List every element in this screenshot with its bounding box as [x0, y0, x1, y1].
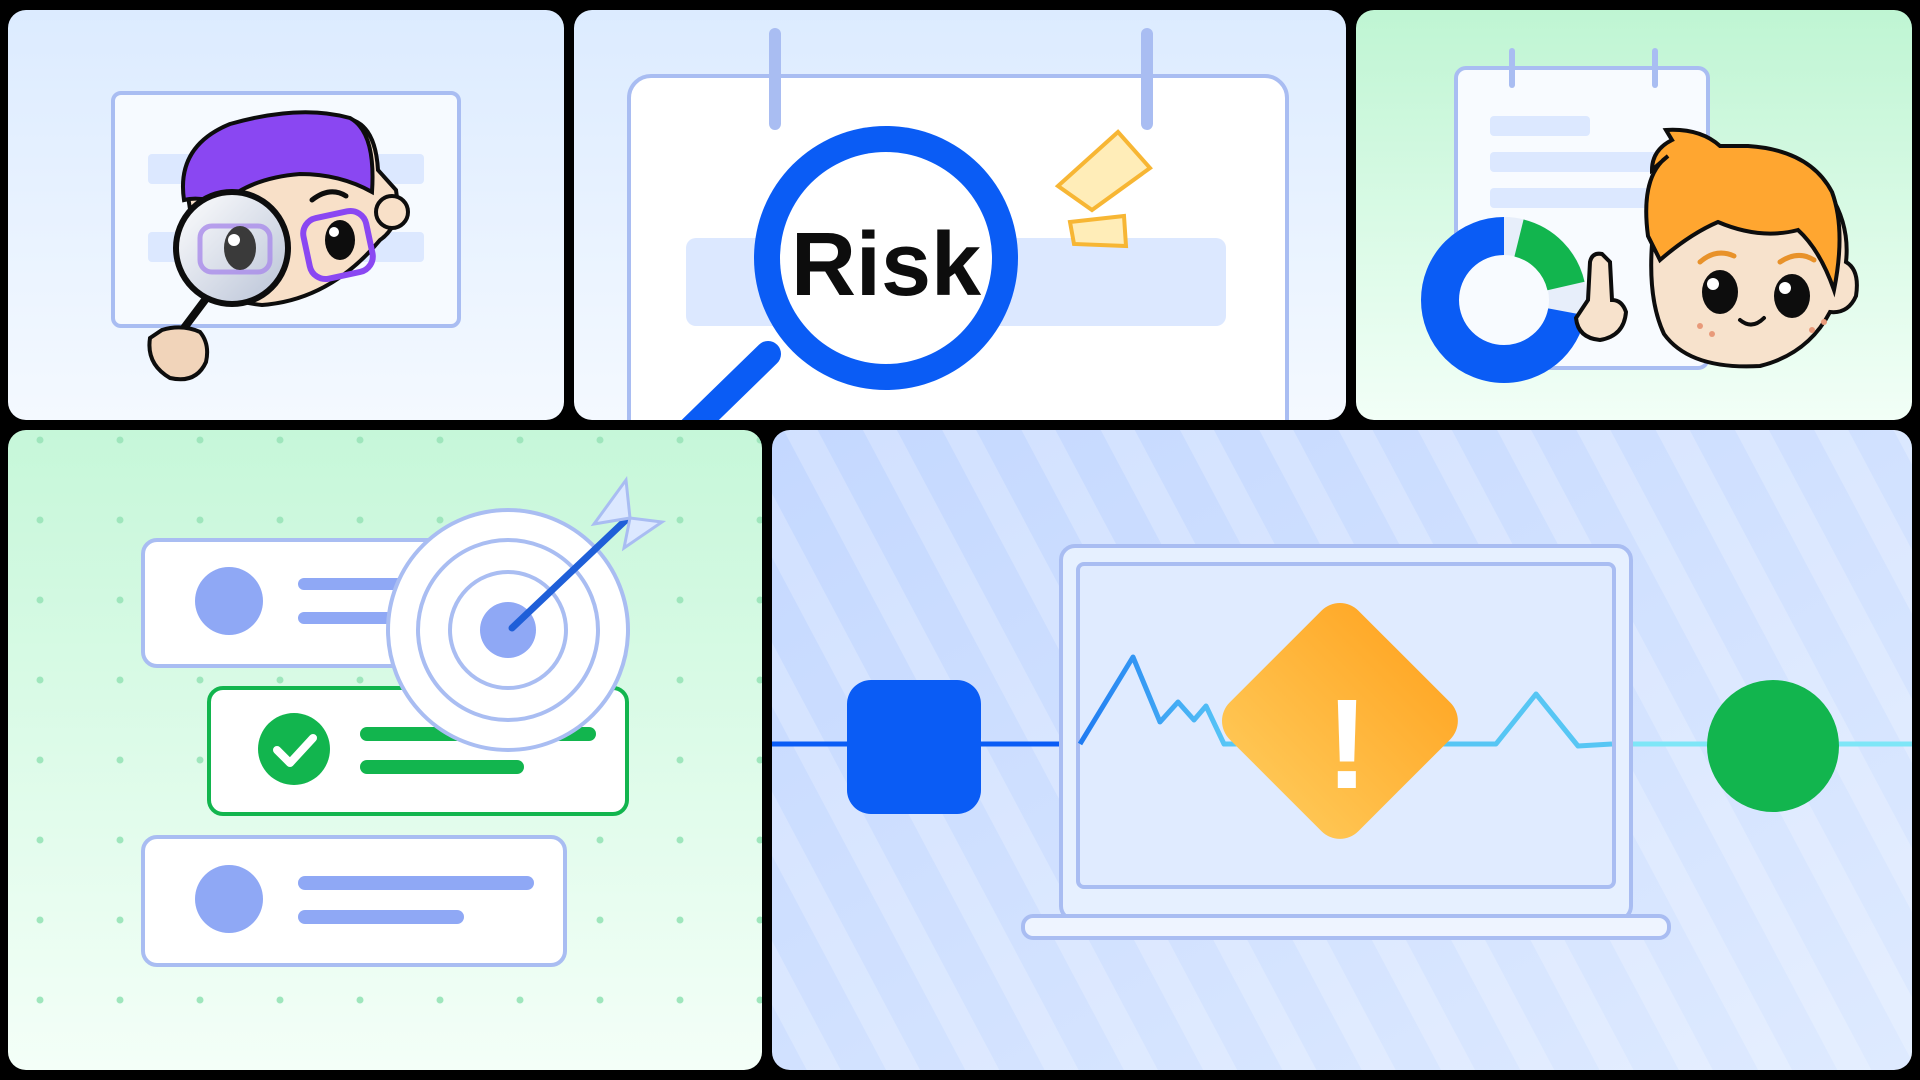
node-circle-icon	[1707, 680, 1839, 812]
panel-risk: Risk	[574, 10, 1346, 420]
panel-goals	[8, 430, 762, 1070]
check-icon	[273, 734, 317, 767]
node-square-icon	[847, 680, 981, 814]
risk-label: Risk	[791, 215, 982, 315]
list-item	[141, 835, 567, 967]
magnifier-character-icon	[147, 110, 410, 382]
donut-chart-icon	[1421, 217, 1587, 383]
alert-spark-icon	[1054, 129, 1153, 249]
panel-review	[8, 10, 564, 420]
panel-report	[1356, 10, 1912, 420]
signal-line	[1440, 691, 1613, 749]
signal-line	[1077, 654, 1258, 747]
warning-glyph: !	[1326, 673, 1369, 816]
warning-icon: !	[1222, 603, 1458, 839]
target-checklist-icon	[386, 475, 667, 752]
magnifying-glass-icon	[677, 126, 1018, 420]
panel-monitor: !	[772, 430, 1912, 1070]
donut-chart-character-icon	[1573, 127, 1859, 369]
